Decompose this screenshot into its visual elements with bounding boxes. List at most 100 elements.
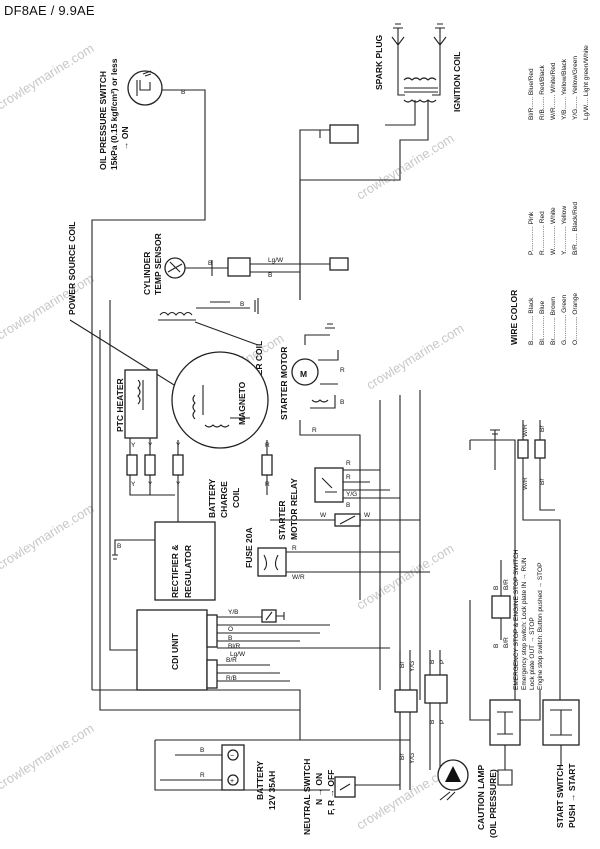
svg-text:Y/G: Y/G: [409, 753, 416, 764]
caution-connectors: Br Y/G B P Br Y/G B P: [394, 650, 448, 790]
svg-text:W: W: [320, 512, 327, 519]
temp-sensor-label: TEMP SENSOR: [153, 233, 163, 295]
svg-text:Y: Y: [148, 481, 153, 488]
pulser-coil-label: PULSER COIL: [254, 341, 264, 398]
motor-symbol: M: [300, 369, 307, 379]
svg-text:B: B: [117, 543, 121, 550]
svg-text:W/R: W/R: [522, 424, 529, 437]
legend-entry: W............. White: [550, 207, 557, 255]
svg-text:Y/G: Y/G: [409, 661, 416, 672]
svg-text:Bl/R: Bl/R: [228, 643, 241, 650]
svg-text:B: B: [268, 272, 272, 279]
oil-pressure-switch-label: OIL PRESSURE SWITCH: [98, 71, 108, 170]
wire-color-title: WIRE COLOR: [509, 290, 519, 345]
watermark-6: crowleymarine.com: [0, 40, 97, 112]
caution-lamp-label: CAUTION LAMP: [476, 765, 486, 830]
start-switch-sub: PUSH → START: [567, 763, 577, 828]
coil-label: COIL: [231, 488, 241, 508]
starter-motor-relay: STARTER MOTOR RELAY R R Y/G B: [277, 460, 400, 540]
battery-label: BATTERY: [207, 478, 217, 518]
svg-text:+: +: [230, 778, 234, 785]
svg-text:R: R: [312, 427, 317, 434]
svg-text:W/R: W/R: [292, 574, 305, 581]
cylinder-temp-sensor: CYLINDER TEMP SENSOR B Lg/W B: [142, 233, 349, 295]
power-source-coil-label: POWER SOURCE COIL: [67, 221, 77, 315]
svg-text:R: R: [200, 772, 205, 779]
svg-text:R: R: [292, 545, 297, 552]
svg-text:R: R: [265, 481, 270, 488]
ignition-coil-label: IGNITION COIL: [452, 52, 462, 112]
svg-text:B: B: [429, 660, 436, 664]
ptc-heater-label: PTC HEATER: [115, 378, 125, 432]
oil-pressure-spec-2: → ON: [120, 126, 130, 150]
watermark-9: crowleymarine.com: [0, 720, 97, 792]
fuse-20a: FUSE 20A R W/R: [244, 527, 430, 581]
neutral-off-label: F, R → OFF: [326, 770, 336, 815]
estop-desc-2: Lock plate OUT → STOP: [529, 617, 536, 690]
svg-text:B: B: [346, 502, 350, 509]
frame-wire-3: [154, 739, 410, 791]
starter-motor-label: STARTER MOTOR: [279, 347, 289, 420]
svg-text:B: B: [429, 720, 436, 724]
svg-text:B: B: [240, 301, 244, 308]
wire-color-legend: WIRE COLOR: [509, 290, 519, 345]
magneto-connectors: Y Y Y R Y Y Y R BATTERY CHARGE COIL: [126, 438, 273, 525]
legend-entry: R/B....... Red/Black: [539, 64, 546, 120]
legend-entry: R.............. Red: [539, 211, 546, 255]
legend-entry: Y/B....... Yellow/Black: [561, 58, 568, 120]
legend-entry: Bl/R...... Blue/Red: [528, 68, 535, 120]
battery-spec: 12V 35AH: [267, 771, 277, 810]
emergency-stop-switch: B B/R B B/R EMERGENCY STOP & ENGINE STOP…: [469, 549, 544, 786]
svg-text:B: B: [340, 399, 344, 406]
svg-text:R/B: R/B: [226, 675, 237, 682]
svg-text:Y/B: Y/B: [228, 609, 238, 616]
svg-text:B: B: [181, 89, 185, 96]
legend-entry: B/R...... Black/Red: [572, 202, 579, 255]
estop-title: EMERGENCY STOP & ENGINE STOP SWITCH: [513, 549, 520, 690]
watermark-3: crowleymarine.com: [364, 320, 467, 392]
charge-label: CHARGE: [219, 481, 229, 518]
svg-text:W: W: [364, 512, 371, 519]
rectifier-label: RECTIFIER &: [170, 545, 180, 598]
svg-text:B/R: B/R: [503, 579, 510, 590]
starter-motor: M STARTER MOTOR R B R: [279, 323, 361, 600]
fuse-label: FUSE 20A: [244, 527, 254, 568]
w-connector: W W: [270, 512, 420, 527]
regulator-label: REGULATOR: [183, 545, 193, 598]
cylinder-label: CYLINDER: [142, 252, 152, 295]
legend-entry: Br............ Brown: [550, 297, 557, 345]
estop-desc-3: Engine stop switch: Button pushed → STOP: [537, 563, 544, 690]
svg-text:P: P: [439, 720, 446, 724]
battery: − + B R BATTERY 12V 35AH: [160, 744, 277, 810]
svg-text:B: B: [200, 747, 204, 754]
svg-text:R: R: [346, 474, 351, 481]
svg-text:P: P: [439, 660, 446, 664]
watermark-4: crowleymarine.com: [354, 540, 457, 612]
svg-text:Y: Y: [176, 481, 181, 488]
svg-text:Br: Br: [539, 425, 546, 432]
svg-text:Y: Y: [176, 442, 181, 449]
frame-wire-1: [92, 689, 301, 740]
diagram-title: DF8AE / 9.9AE: [4, 3, 95, 18]
svg-text:R: R: [346, 460, 351, 467]
svg-text:B/R: B/R: [226, 657, 237, 664]
start-switch-label: START SWITCH: [555, 764, 565, 828]
svg-text:Y: Y: [148, 442, 153, 449]
neutral-switch: NEUTRAL SWITCH N → ON F, R → OFF: [302, 680, 401, 835]
svg-text:B/R: B/R: [503, 637, 510, 648]
start-switch: START SWITCH PUSH → START: [542, 699, 580, 828]
svg-text:Y: Y: [131, 481, 136, 488]
oil-pressure-spec-1: 15kPa (0.15 kgf/cm²) or less: [109, 58, 119, 170]
caution-lamp: CAUTION LAMP (OIL PRESSURE): [437, 759, 498, 838]
legend-entry: Y.............. Yellow: [561, 206, 568, 255]
svg-text:B: B: [208, 260, 212, 267]
watermark-1: crowleymarine.com: [354, 130, 457, 202]
watermark-8: crowleymarine.com: [0, 500, 97, 572]
legend-entry: G.............. Green: [561, 294, 568, 345]
cdi-label: CDI UNIT: [170, 632, 180, 670]
svg-text:O: O: [228, 626, 233, 633]
legend-entry: B.............. Black: [528, 297, 535, 345]
frame-wire-5: [469, 439, 516, 730]
